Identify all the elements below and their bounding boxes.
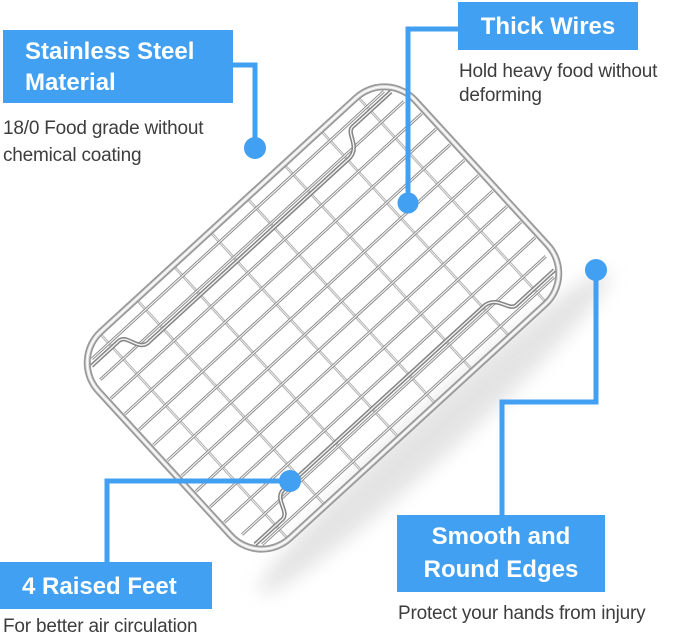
rack-wires: [90, 90, 556, 546]
callout-title-material: Stainless Steel Material: [3, 30, 233, 103]
callout-title-thick-wires-label: Thick Wires: [480, 13, 616, 40]
callout-desc-raised-feet: For better air circulation: [3, 615, 198, 639]
callout-dot-thick-wires: [397, 192, 419, 214]
callout-desc-smooth-edges-label: Protect your hands from injury: [398, 603, 646, 624]
callout-line-raised-feet: [104, 478, 290, 562]
callout-title-raised-feet-label: 4 Raised Feet: [22, 573, 177, 600]
callout-title-material-line1: Stainless Steel: [25, 38, 195, 65]
callout-desc-smooth-edges: Protect your hands from injury: [398, 602, 646, 626]
rack-feet-rails: [90, 90, 556, 546]
callout-desc-material-line2: chemical coating: [3, 145, 142, 166]
callout-desc-material-line1: 18/0 Food grade without: [3, 118, 204, 139]
callout-desc-raised-feet-label: For better air circulation: [3, 616, 198, 637]
callout-dot-material: [244, 137, 266, 159]
callout-title-smooth-edges-line1: Smooth and: [431, 523, 571, 550]
callout-desc-thick-wires-line2: deforming: [459, 85, 542, 106]
callout-line-material: [233, 62, 258, 147]
callout-desc-thick-wires-line1: Hold heavy food without: [459, 61, 658, 82]
callout-line-thick-wires: [405, 26, 458, 202]
callout-desc-thick-wires: Hold heavy food without deforming: [459, 60, 657, 108]
callout-title-material-line2: Material: [25, 69, 116, 96]
cooling-rack: [83, 83, 612, 595]
callout-dot-raised-feet: [279, 470, 301, 492]
callout-desc-material: 18/0 Food grade without chemical coating: [3, 115, 204, 169]
callout-line-smooth-edges: [499, 270, 599, 515]
callout-title-smooth-edges: Smooth and Round Edges: [397, 515, 605, 592]
callout-title-smooth-edges-line2: Round Edges: [423, 556, 579, 583]
rack-shadow: [258, 270, 612, 595]
callout-title-thick-wires: Thick Wires: [458, 2, 638, 50]
rack-frame: [83, 83, 563, 553]
callout-dot-smooth-edges: [585, 259, 607, 281]
callout-title-raised-feet: 4 Raised Feet: [0, 562, 212, 609]
